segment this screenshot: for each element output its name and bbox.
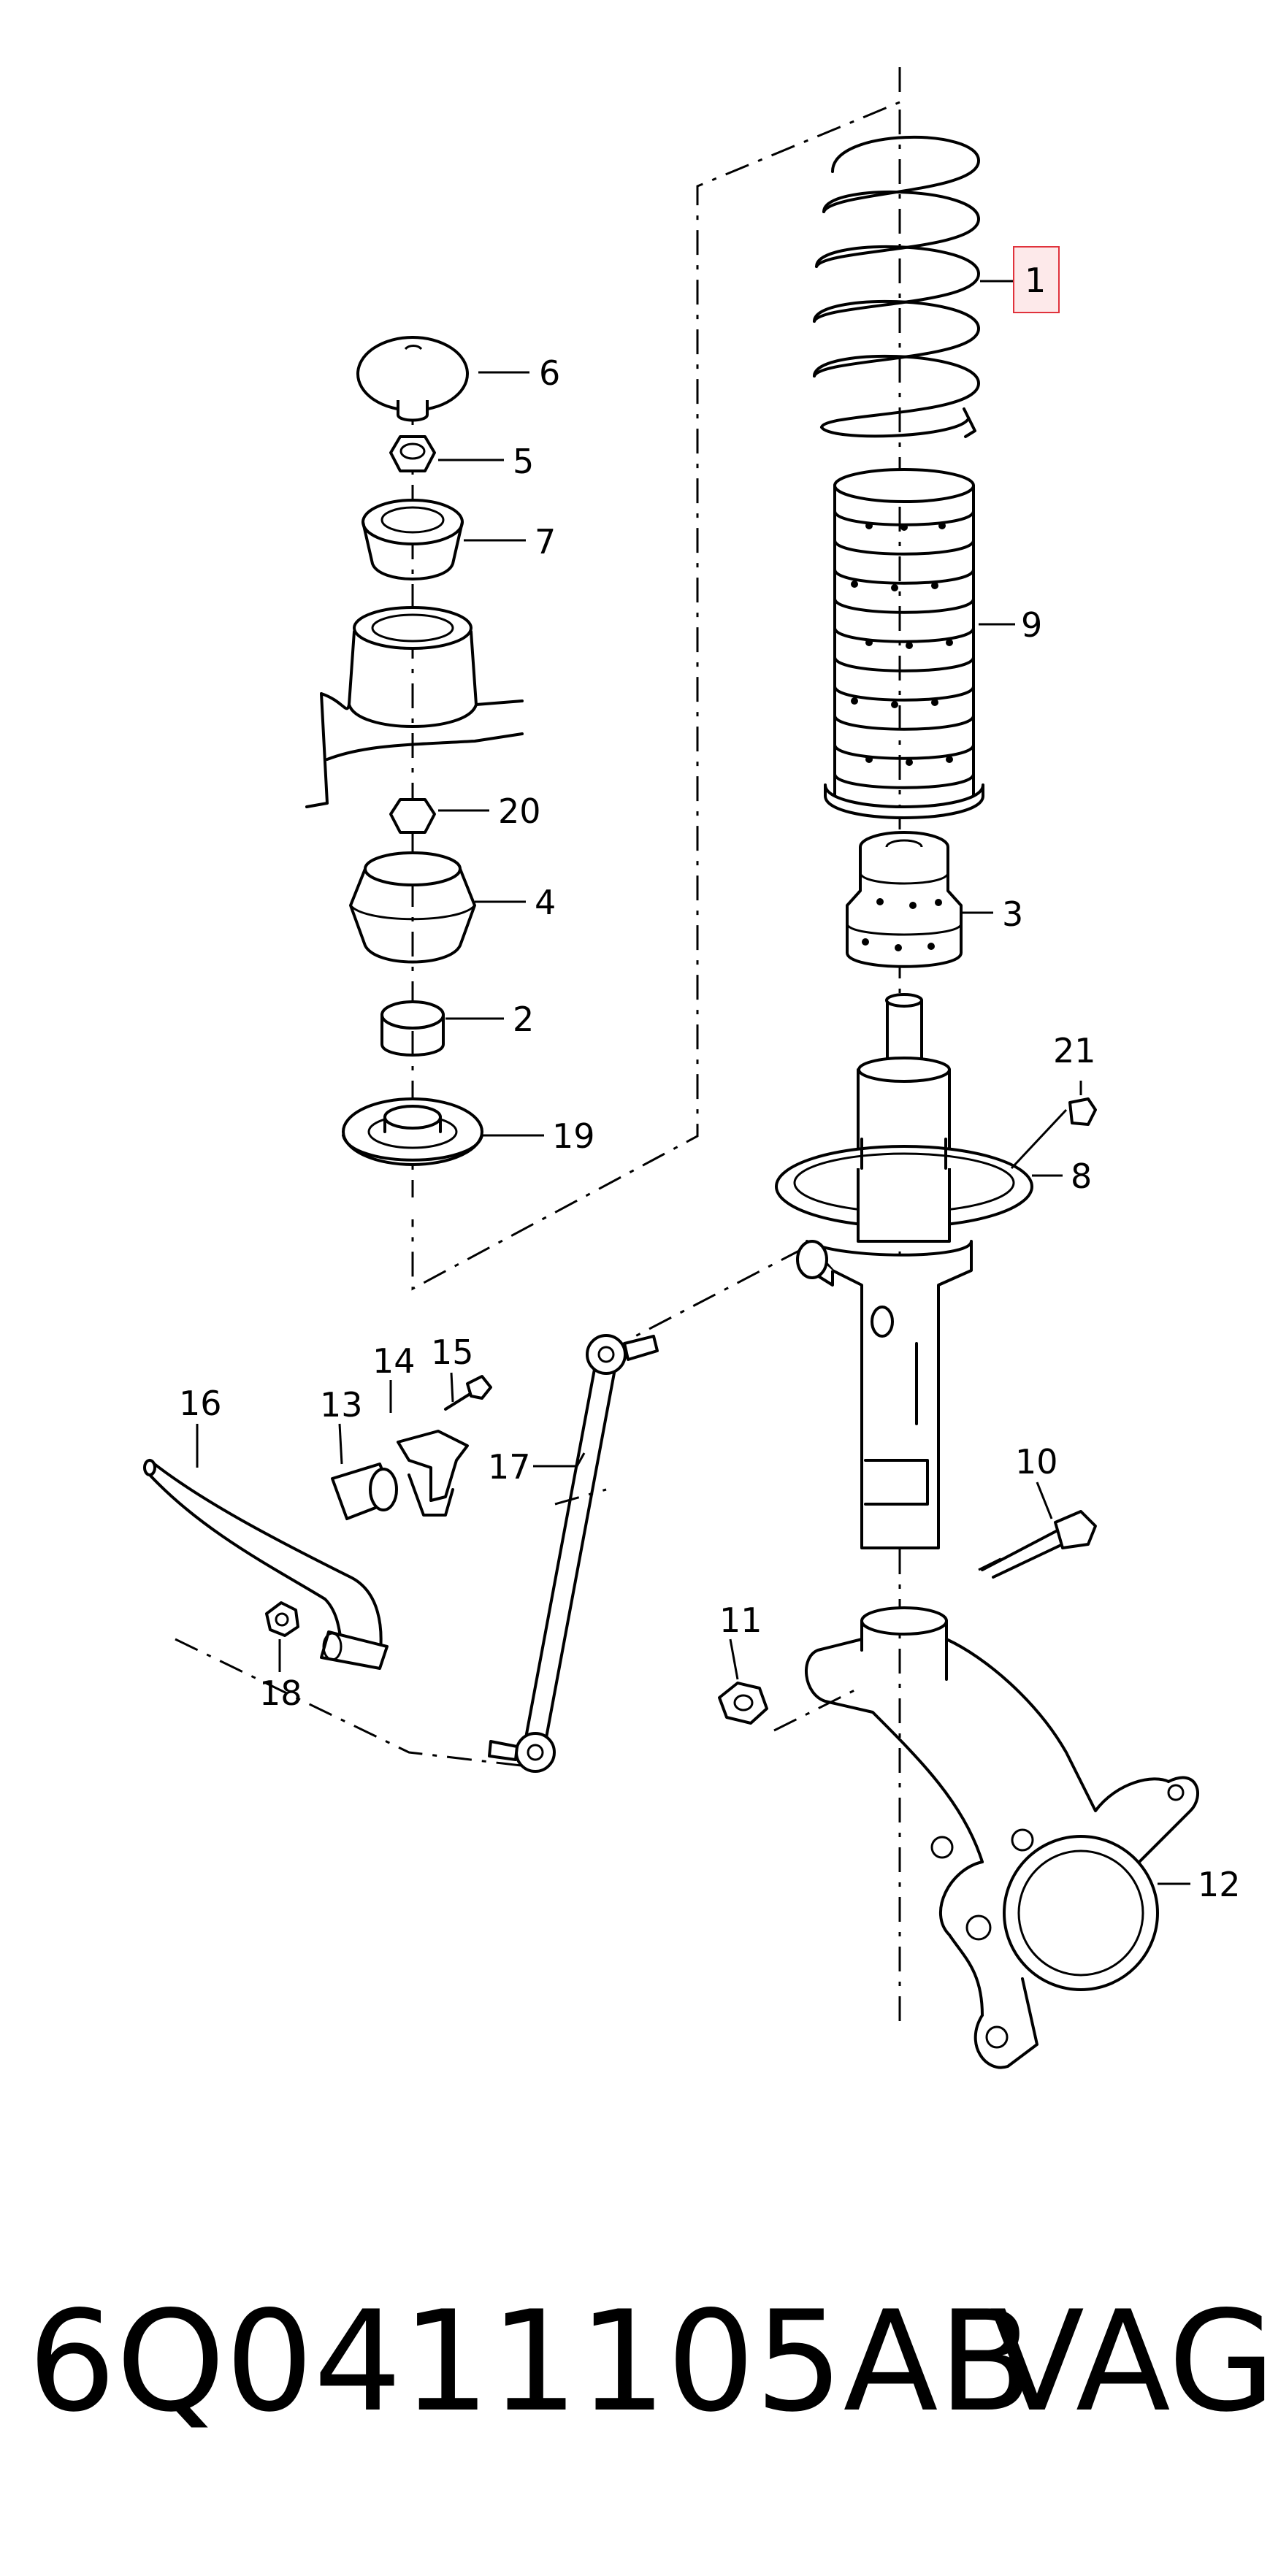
mount-4 [349,851,476,964]
callout-21[interactable]: 21 [1053,1031,1096,1070]
cap-6 [356,336,469,422]
bearing-7 [362,499,464,580]
callout-1-highlight-box [1013,246,1060,313]
callout-6[interactable]: 6 [539,353,560,393]
nut-20 [389,798,436,834]
callout-8[interactable]: 8 [1071,1157,1092,1196]
stabilizer-nut [265,1601,299,1637]
callout-11[interactable]: 11 [719,1601,762,1640]
callout-14[interactable]: 14 [372,1341,416,1381]
bump-stop [846,831,963,968]
callout-13[interactable]: 13 [320,1385,363,1425]
callout-15[interactable]: 15 [431,1333,474,1372]
stabilizer-link [488,1334,659,1773]
dust-boot [824,468,984,819]
knuckle-nut [718,1682,768,1725]
footer: 6Q0411105AB VAG [0,2293,1270,2483]
callout-4[interactable]: 4 [535,883,556,922]
strut-mount-body [305,606,524,808]
callout-20[interactable]: 20 [498,791,541,831]
coil-spring [813,135,980,438]
callout-9[interactable]: 9 [1021,605,1042,645]
callouts: 1 6 5 7 9 20 4 3 2 21 19 8 15 14 16 13 1… [179,246,1241,1904]
callout-18[interactable]: 18 [259,1674,302,1713]
callout-16[interactable]: 16 [179,1384,222,1423]
callout-12[interactable]: 12 [1198,1865,1241,1904]
callout-1[interactable]: 1 [1025,261,1046,300]
leader-lines [196,280,1190,1885]
brand-name: VAG [990,2281,1270,2442]
stabilizer-bushing-clamp [331,1375,492,1520]
steering-knuckle [805,1606,1199,2069]
strut-nut [1068,1097,1097,1126]
part-number: 6Q0411105AB [28,2281,1033,2442]
callout-2[interactable]: 2 [513,1000,534,1039]
nut-5 [389,435,436,472]
callout-10[interactable]: 10 [1015,1442,1058,1481]
knuckle-bolt [981,1510,1097,1579]
callout-19[interactable]: 19 [552,1116,595,1156]
callout-3[interactable]: 3 [1002,894,1023,934]
shock-absorber-strut [775,993,1033,1549]
callout-17[interactable]: 17 [488,1447,531,1487]
spacer-2 [380,1000,445,1057]
assembly-axes [175,67,1009,2030]
spring-seat-19 [342,1097,483,1166]
stabilizer-bar [143,1459,389,1670]
callout-7[interactable]: 7 [535,522,556,561]
callout-5[interactable]: 5 [513,442,534,481]
